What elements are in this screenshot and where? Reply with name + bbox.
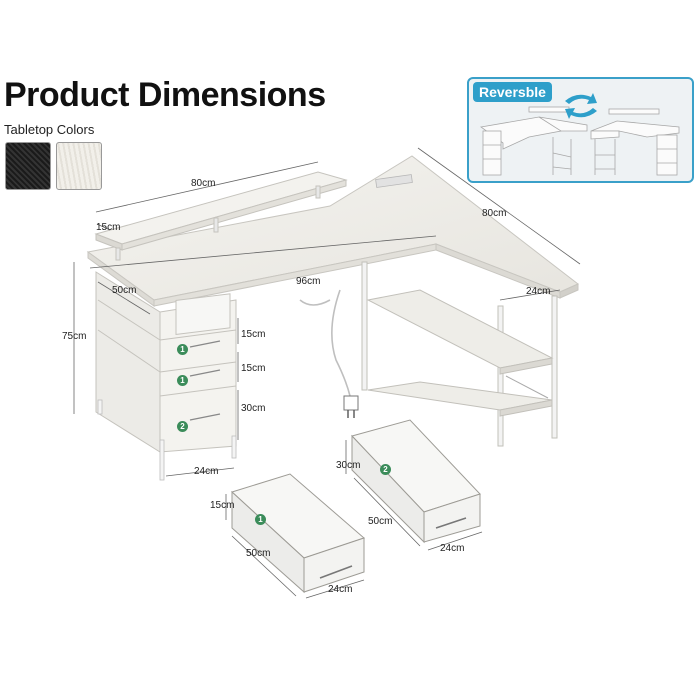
dim-drawer1-height: 15cm [241,329,266,340]
top-margin [0,0,700,76]
drawer-number-badge-icon: 1 [255,514,266,525]
bottom-margin [0,622,700,700]
drawer-cabinet [95,271,237,453]
dim-drawer3-height: 30cm [241,403,266,414]
dim-small-drawer-depth: 50cm [246,548,271,559]
left-desk-config [479,106,588,176]
reversible-inset: Reversble [467,77,694,183]
monitor-riser [94,171,348,261]
dim-small-drawer-height: 15cm [210,500,235,511]
tabletop-colors-label: Tabletop Colors [4,122,95,137]
power-strip [375,174,413,188]
drawer-number-badge-icon: 2 [380,464,391,475]
dim-return-length: 80cm [482,208,507,219]
dim-desk-length: 96cm [296,276,321,287]
swap-arrows-icon [565,93,597,119]
black-color-swatch[interactable] [5,142,51,190]
drawer-number-badge-icon: 1 [177,344,188,355]
drawer-large-removed [351,419,481,544]
dim-cabinet-width: 24cm [194,466,219,477]
dim-riser-length: 80cm [191,178,216,189]
power-plug-icon [299,289,351,397]
dimension-lines [73,147,581,599]
dim-small-drawer-width: 24cm [328,584,353,595]
drawer-number-badge-icon: 1 [177,375,188,386]
dim-return-depth: 24cm [526,286,551,297]
right-frame [361,261,558,447]
drawer-small-removed [231,473,365,594]
page-title: Product Dimensions [4,76,326,114]
dim-riser-depth: 15cm [96,222,121,233]
drawer-number-badge-icon: 2 [177,421,188,432]
right-desk-config [590,108,680,176]
dim-large-drawer-depth: 50cm [368,516,393,527]
tabletop [86,155,579,307]
plug-body [343,395,359,411]
dim-large-drawer-width: 24cm [440,543,465,554]
dim-desk-depth: 50cm [112,285,137,296]
dim-height: 75cm [62,331,87,342]
reversible-badge: Reversble [473,82,552,102]
dim-large-drawer-height: 30cm [336,460,361,471]
reversible-illustration [479,93,680,176]
dim-drawer2-height: 15cm [241,363,266,374]
white-color-swatch[interactable] [56,142,102,190]
cabinet-legs [97,399,237,481]
